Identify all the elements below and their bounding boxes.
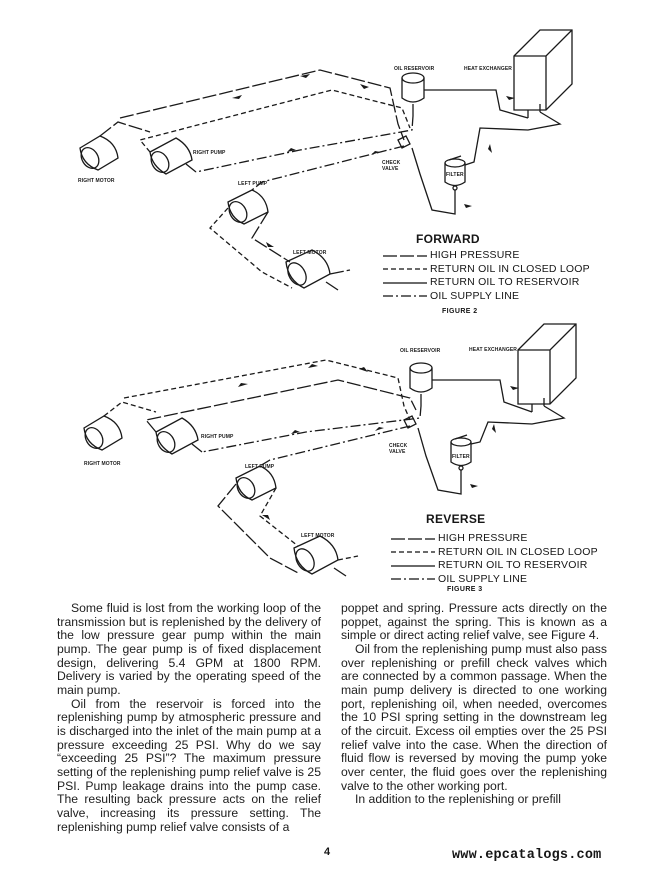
legend-item-high-pressure: HIGH PRESSURE [391, 532, 598, 546]
right-motor-shape [82, 416, 122, 452]
direction-title: REVERSE [426, 512, 485, 526]
legend-swatch [383, 280, 427, 286]
legend-swatch [383, 266, 427, 272]
watermark-url: www.epcatalogs.com [452, 848, 601, 863]
legend: HIGH PRESSURE RETURN OIL IN CLOSED LOOP … [391, 532, 598, 586]
heat-exchanger-shape [518, 324, 576, 412]
oil-reservoir-shape [402, 73, 424, 116]
legend-item-return-reservoir: RETURN OIL TO RESERVOIR [383, 276, 590, 290]
right-motor-label: RIGHT MOTOR [84, 461, 121, 467]
paragraph: Oil from the replenishing pump must also… [341, 643, 607, 793]
heat-exchanger-shape [514, 30, 572, 118]
direction-title: FORWARD [416, 232, 480, 246]
check-valve-label: CHECK VALVE [382, 160, 400, 172]
legend-swatch [391, 563, 435, 569]
left-motor-shape [284, 250, 338, 290]
filter-label: FILTER [446, 172, 464, 178]
legend-swatch [391, 576, 435, 582]
right-pump-shape [148, 138, 196, 176]
legend-swatch [383, 253, 427, 259]
legend-item-oil-supply: OIL SUPPLY LINE [391, 573, 598, 587]
body-right-column: poppet and spring. Pressure acts directl… [341, 602, 607, 807]
legend-label: OIL SUPPLY LINE [430, 290, 519, 304]
left-motor-label: LEFT MOTOR [301, 533, 334, 539]
legend-label: RETURN OIL TO RESERVOIR [430, 276, 580, 290]
filter-shape [451, 435, 471, 470]
oil-reservoir-label: OIL RESERVOIR [400, 348, 440, 354]
paragraph: poppet and spring. Pressure acts directl… [341, 602, 607, 643]
left-pump-shape [226, 190, 268, 226]
legend-label: RETURN OIL IN CLOSED LOOP [438, 546, 598, 560]
right-motor-shape [78, 136, 118, 172]
figure-caption: FIGURE 3 [447, 586, 482, 593]
heat-exchanger-label: HEAT EXCHANGER [464, 66, 512, 72]
heat-exchanger-label: HEAT EXCHANGER [469, 347, 517, 353]
legend-swatch [391, 549, 435, 555]
right-pump-label: RIGHT PUMP [193, 150, 225, 156]
legend-label: RETURN OIL TO RESERVOIR [438, 559, 588, 573]
legend-item-oil-supply: OIL SUPPLY LINE [383, 290, 590, 304]
legend-label: OIL SUPPLY LINE [438, 573, 527, 587]
legend-swatch [383, 293, 427, 299]
left-motor-label: LEFT MOTOR [293, 250, 326, 256]
left-pump-label: LEFT PUMP [245, 464, 274, 470]
legend-item-return-reservoir: RETURN OIL TO RESERVOIR [391, 559, 598, 573]
paragraph: Some fluid is lost from the working loop… [57, 602, 321, 698]
legend-swatch [391, 536, 435, 542]
body-left-column: Some fluid is lost from the working loop… [57, 602, 321, 834]
legend-item-return-closed-loop: RETURN OIL IN CLOSED LOOP [391, 546, 598, 560]
figure-3: OIL RESERVOIR HEAT EXCHANGER RIGHT PUMP … [0, 310, 668, 600]
check-valve-label: CHECK VALVE [389, 443, 407, 455]
left-motor-shape [292, 536, 346, 576]
right-pump-shape [154, 418, 202, 456]
left-pump-shape [234, 466, 276, 502]
right-pump-label: RIGHT PUMP [201, 434, 233, 440]
legend: HIGH PRESSURE RETURN OIL IN CLOSED LOOP … [383, 249, 590, 303]
filter-label: FILTER [452, 454, 470, 460]
legend-label: HIGH PRESSURE [430, 249, 520, 263]
left-pump-label: LEFT PUMP [238, 181, 267, 187]
paragraph: Oil from the reservoir is forced into th… [57, 698, 321, 835]
legend-item-high-pressure: HIGH PRESSURE [383, 249, 590, 263]
legend-label: HIGH PRESSURE [438, 532, 528, 546]
paragraph: In addition to the replenishing or prefi… [341, 793, 607, 807]
oil-reservoir-label: OIL RESERVOIR [394, 66, 434, 72]
legend-label: RETURN OIL IN CLOSED LOOP [430, 263, 590, 277]
figure-2: OIL RESERVOIR HEAT EXCHANGER RIGHT PUMP … [0, 0, 668, 325]
right-motor-label: RIGHT MOTOR [78, 178, 115, 184]
page-number: 4 [324, 846, 330, 858]
legend-item-return-closed-loop: RETURN OIL IN CLOSED LOOP [383, 263, 590, 277]
oil-reservoir-shape [410, 363, 432, 406]
